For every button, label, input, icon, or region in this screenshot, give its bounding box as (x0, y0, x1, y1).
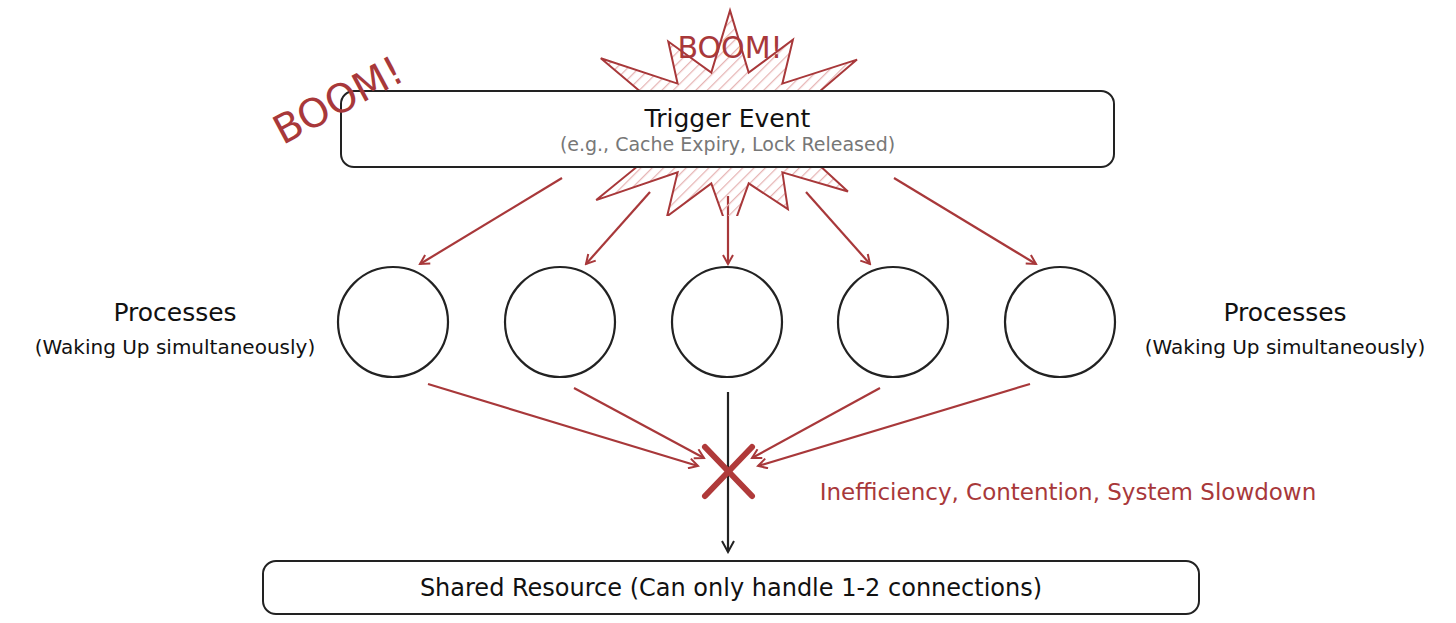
node-subtitle: (e.g., Cache Expiry, Lock Released) (560, 133, 895, 155)
fan-out-arrow (894, 178, 1036, 264)
process-circles (338, 267, 1115, 377)
fan-out-arrow (806, 192, 870, 264)
node-title: Shared Resource (Can only handle 1-2 con… (420, 574, 1042, 602)
converge-arrow (428, 384, 698, 466)
process-circle (1005, 267, 1115, 377)
trigger-box: Trigger Event(e.g., Cache Expiry, Lock R… (340, 90, 1115, 168)
contention-label: Inefficiency, Contention, System Slowdow… (820, 479, 1317, 505)
process-circle (838, 267, 948, 377)
contention-cross (705, 447, 752, 496)
node-title: BOOM! (677, 30, 782, 65)
process-circle (338, 267, 448, 377)
process-note: (Waking Up simultaneously) (35, 335, 315, 359)
node-title: Trigger Event (645, 104, 811, 133)
process-label: Processes (1223, 298, 1346, 327)
cross-stroke (705, 447, 752, 496)
process-circle (505, 267, 615, 377)
resource-box: Shared Resource (Can only handle 1-2 con… (262, 560, 1200, 615)
converge-arrow (758, 384, 1030, 466)
process-circle (672, 267, 782, 377)
cross-stroke (705, 447, 752, 496)
converge-arrow (574, 388, 704, 458)
fan-out-arrow (420, 178, 562, 264)
fan-out-arrow (586, 192, 650, 264)
process-note: (Waking Up simultaneously) (1145, 335, 1425, 359)
process-label: Processes (113, 298, 236, 327)
